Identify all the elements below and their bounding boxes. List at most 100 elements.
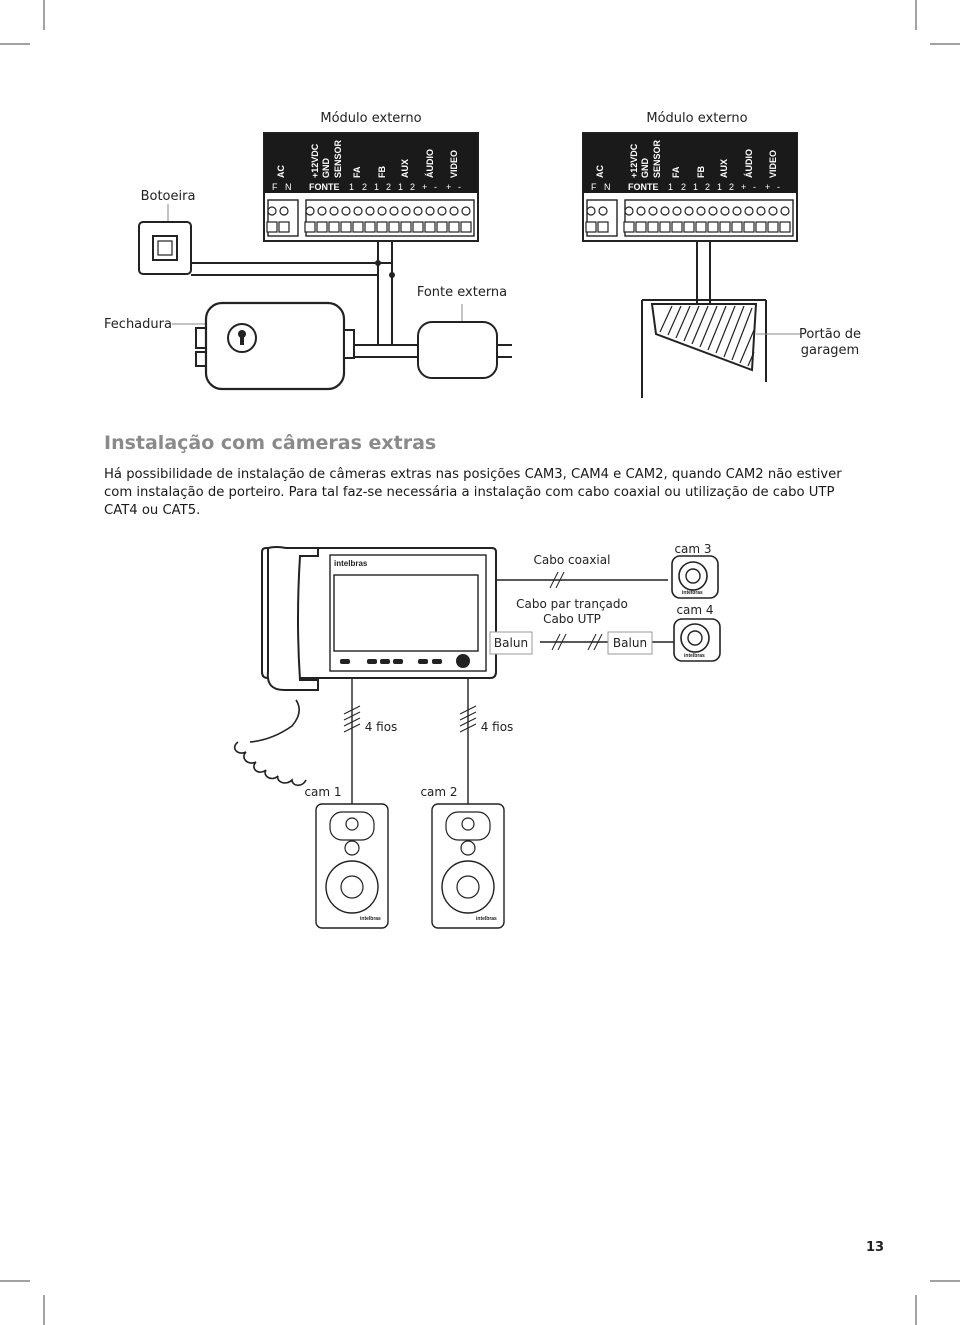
- terminal-slot: [388, 221, 400, 233]
- fios-left-label: 4 fios: [365, 720, 398, 734]
- svg-text:VIDEO: VIDEO: [449, 150, 459, 178]
- terminal-screw: [267, 206, 277, 216]
- terminal-screw: [586, 206, 596, 216]
- terminal-slot: [316, 221, 328, 233]
- svg-text:N: N: [604, 182, 611, 192]
- terminal-slot: [376, 221, 388, 233]
- terminal-slot: [364, 221, 376, 233]
- svg-text:+: +: [741, 182, 746, 192]
- svg-text:F: F: [591, 182, 597, 192]
- terminal-slot: [278, 221, 290, 233]
- door-station-cam1: intelbras: [315, 803, 389, 929]
- terminal-screw: [365, 206, 375, 216]
- terminal-screw: [341, 206, 351, 216]
- svg-text:FONTE: FONTE: [628, 182, 659, 192]
- svg-text:+: +: [446, 182, 451, 192]
- svg-text:-: -: [434, 182, 437, 192]
- svg-text:+: +: [765, 182, 770, 192]
- svg-text:Balun: Balun: [494, 636, 528, 650]
- terminal-screw: [648, 206, 658, 216]
- terminal-slot: [352, 221, 364, 233]
- svg-text:VIDEO: VIDEO: [768, 150, 778, 178]
- camera-icon: intelbras: [671, 555, 719, 599]
- svg-text:Balun: Balun: [613, 636, 647, 650]
- svg-text:AUX: AUX: [719, 159, 729, 178]
- cabo-coaxial-label: Cabo coaxial: [534, 553, 611, 567]
- balun-left: Balun: [489, 631, 533, 655]
- terminal-slot: [400, 221, 412, 233]
- terminal-block-right: AC +12VDC GND SENSOR FA FB AUX ÁUDIO VID…: [582, 132, 798, 242]
- terminal-slot: [635, 221, 647, 233]
- terminal-screw: [684, 206, 694, 216]
- terminal-screw: [461, 206, 471, 216]
- terminal-screw: [732, 206, 742, 216]
- terminal-slot: [436, 221, 448, 233]
- video-monitor: intelbras: [261, 547, 497, 679]
- terminal-screw: [305, 206, 315, 216]
- terminal-screw: [401, 206, 411, 216]
- terminal-screw: [413, 206, 423, 216]
- svg-text:1: 1: [668, 182, 673, 192]
- terminal-screw: [377, 206, 387, 216]
- svg-text:+12VDC: +12VDC: [629, 143, 639, 178]
- module-right-title: Módulo externo: [646, 111, 747, 126]
- door-station-cam2: intelbras: [431, 803, 505, 929]
- svg-text:1: 1: [374, 182, 379, 192]
- terminal-screw: [598, 206, 608, 216]
- svg-text:ÁUDIO: ÁUDIO: [425, 149, 435, 178]
- terminal-slot: [731, 221, 743, 233]
- portao-label-line2: garagem: [801, 343, 859, 358]
- monitor-brand: intelbras: [334, 559, 368, 568]
- cabo-utp-label: Cabo UTP: [543, 612, 601, 626]
- svg-text:ÁUDIO: ÁUDIO: [744, 149, 754, 178]
- fios-right-label: 4 fios: [481, 720, 514, 734]
- section-paragraph: Há possibilidade de instalação de câmera…: [104, 467, 842, 518]
- terminal-slot: [597, 221, 609, 233]
- svg-text:2: 2: [729, 182, 734, 192]
- cam3-label: cam 3: [674, 542, 711, 556]
- terminal-slot: [340, 221, 352, 233]
- terminal-slot: [767, 221, 779, 233]
- botoeira-label: Botoeira: [141, 189, 196, 204]
- svg-text:intelbras: intelbras: [476, 916, 497, 922]
- terminal-screw: [425, 206, 435, 216]
- svg-text:1: 1: [398, 182, 403, 192]
- terminal-slot: [719, 221, 731, 233]
- svg-text:AC: AC: [276, 165, 286, 178]
- terminal-screw: [780, 206, 790, 216]
- terminal-screw: [624, 206, 634, 216]
- svg-text:2: 2: [362, 182, 367, 192]
- fechadura-label: Fechadura: [104, 317, 172, 332]
- svg-text:GND: GND: [640, 158, 650, 179]
- svg-text:2: 2: [386, 182, 391, 192]
- terminal-screw: [660, 206, 670, 216]
- terminal-slot: [448, 221, 460, 233]
- terminal-slot: [779, 221, 791, 233]
- cam4-label: cam 4: [676, 603, 713, 617]
- terminal-screw: [708, 206, 718, 216]
- terminal-screw: [389, 206, 399, 216]
- svg-text:F: F: [272, 182, 278, 192]
- push-button-icon: [138, 204, 192, 275]
- terminal-slot: [683, 221, 695, 233]
- terminal-slot: [755, 221, 767, 233]
- svg-text:1: 1: [349, 182, 354, 192]
- svg-text:AC: AC: [595, 165, 605, 178]
- svg-text:2: 2: [681, 182, 686, 192]
- cam1-label: cam 1: [304, 785, 341, 799]
- handset-icon: [233, 546, 319, 787]
- terminal-screw: [279, 206, 289, 216]
- svg-text:GND: GND: [321, 158, 331, 179]
- terminal-screw: [449, 206, 459, 216]
- page-number: 13: [866, 1240, 885, 1255]
- terminal-slot: [671, 221, 683, 233]
- electric-lock-icon: [172, 301, 355, 391]
- garage-gate-icon: [641, 299, 800, 398]
- terminal-screw: [317, 206, 327, 216]
- svg-text:+12VDC: +12VDC: [310, 143, 320, 178]
- svg-text:-: -: [753, 182, 756, 192]
- terminal-slot: [424, 221, 436, 233]
- terminal-screw: [636, 206, 646, 216]
- terminal-screw: [720, 206, 730, 216]
